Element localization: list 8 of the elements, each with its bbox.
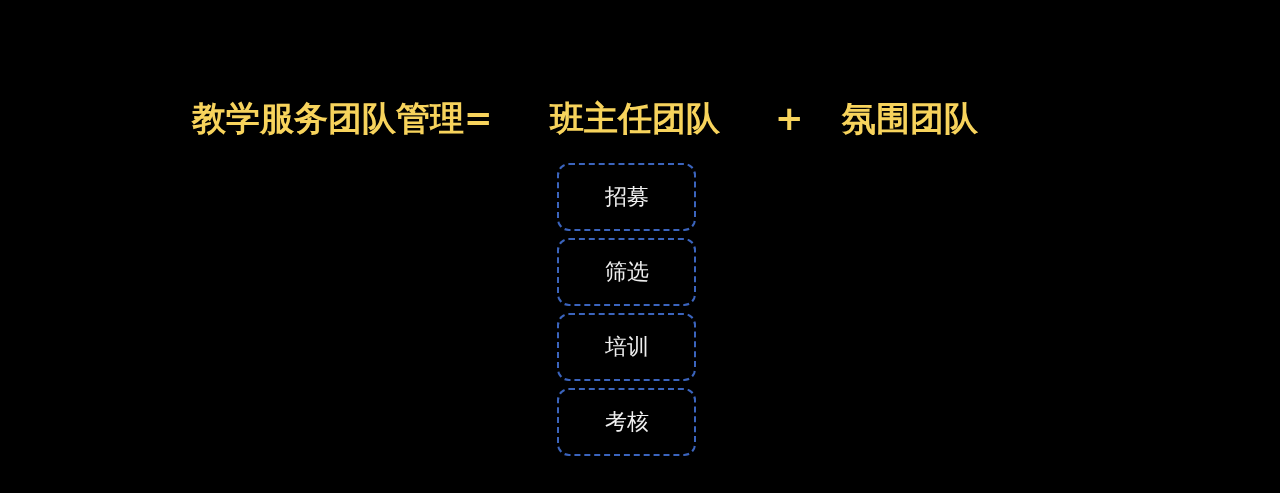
step-box: 考核 bbox=[557, 388, 696, 456]
heading-text: 班主任团队 bbox=[550, 97, 720, 140]
step-box: 筛选 bbox=[557, 238, 696, 306]
heading-text: 氛围团队 bbox=[842, 97, 978, 140]
step-box: 招募 bbox=[557, 163, 696, 231]
step-box: 培训 bbox=[557, 313, 696, 381]
heading-text: + bbox=[775, 97, 804, 140]
heading-text: 教学服务团队管理= bbox=[192, 97, 493, 140]
